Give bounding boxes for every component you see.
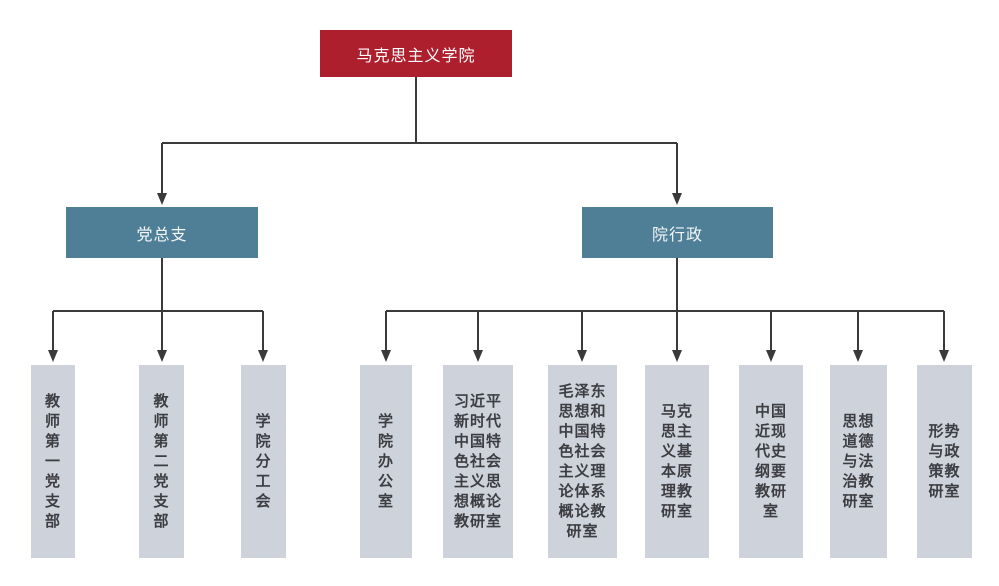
leaf-label: 教 师 第 一 党 支 部 xyxy=(44,392,61,530)
org-node-party-branch-label: 党总支 xyxy=(136,226,188,244)
leaf-label: 习近平 新时代 中国特 色社会 主义思 想概论 教研室 xyxy=(453,392,502,530)
leaf-label: 学 院 分 工 会 xyxy=(255,412,272,510)
org-node-xi-thought-teaching-office: 习近平 新时代 中国特 色社会 主义思 想概论 教研室 xyxy=(443,365,513,558)
org-node-ethics-law-teaching-office: 思想 道德 与法 治教 研室 xyxy=(830,365,887,558)
org-node-college-office: 学 院 办 公 室 xyxy=(360,365,412,558)
leaf-label: 中国 近现 代史 纲要 教研 室 xyxy=(754,402,787,520)
leaf-label: 形势 与政 策教 研室 xyxy=(928,422,961,500)
leaf-label: 学 院 办 公 室 xyxy=(377,412,394,510)
org-node-admin-branch: 院行政 xyxy=(582,207,773,258)
org-node-teacher-party-branch-1: 教 师 第 一 党 支 部 xyxy=(31,365,75,558)
org-node-modern-history-teaching-office: 中国 近现 代史 纲要 教研 室 xyxy=(739,365,803,558)
org-node-marxism-principles-teaching-office: 马克 思主 义基 本原 理教 研室 xyxy=(645,365,709,558)
org-node-party-branch: 党总支 xyxy=(66,207,258,258)
leaf-label: 教 师 第 二 党 支 部 xyxy=(153,392,170,530)
org-node-admin-branch-label: 院行政 xyxy=(651,226,703,244)
org-node-teacher-party-branch-2: 教 师 第 二 党 支 部 xyxy=(139,365,184,558)
org-node-mao-thought-teaching-office: 毛泽东 思想和 中国特 色社会 主义理 论体系 概论教 研室 xyxy=(548,365,617,558)
leaf-label: 毛泽东 思想和 中国特 色社会 主义理 论体系 概论教 研室 xyxy=(558,382,607,540)
leaf-label: 思想 道德 与法 治教 研室 xyxy=(842,412,875,510)
leaf-label: 马克 思主 义基 本原 理教 研室 xyxy=(660,402,693,520)
org-node-root: 马克思主义学院 xyxy=(320,30,512,77)
org-node-situation-policy-teaching-office: 形势 与政 策教 研室 xyxy=(917,365,972,558)
org-node-college-union: 学 院 分 工 会 xyxy=(241,365,286,558)
org-node-root-label: 马克思主义学院 xyxy=(356,47,476,65)
